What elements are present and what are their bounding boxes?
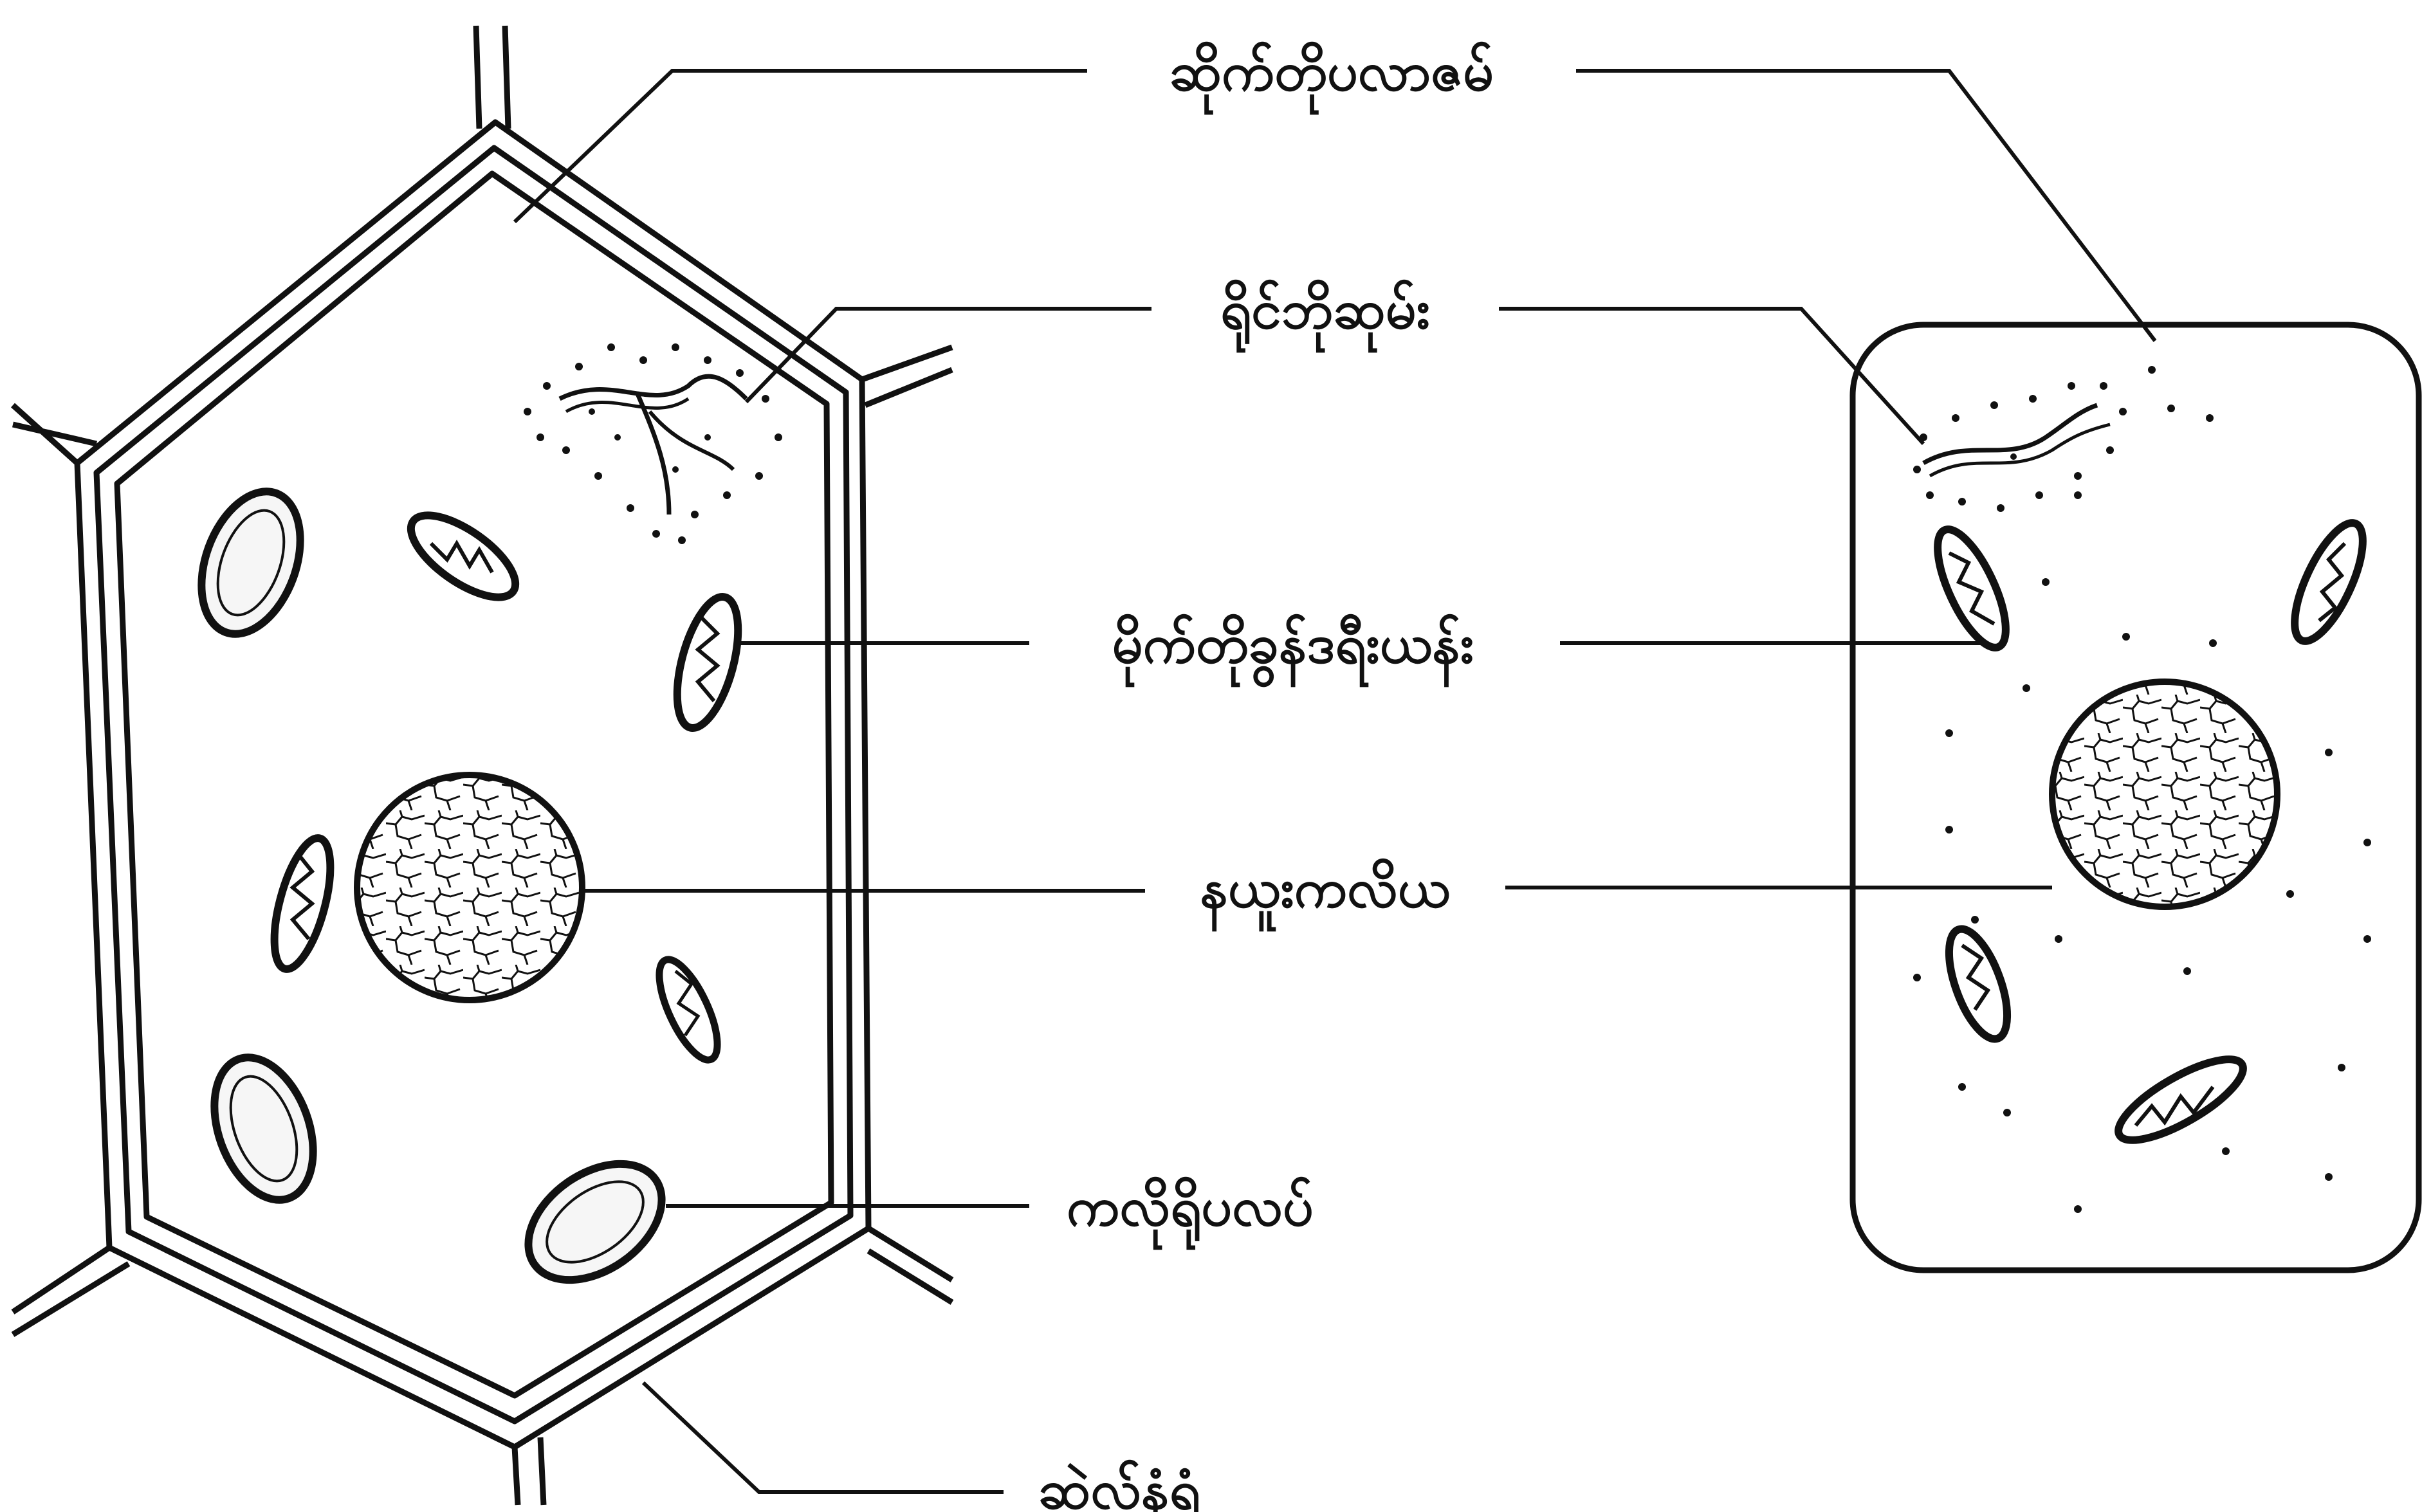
mitochondrion <box>263 833 342 975</box>
animal-nucleus <box>2052 682 2277 907</box>
animal-ribosome-cluster <box>1913 382 2127 512</box>
mitochondrion <box>1937 922 2019 1046</box>
plant-cell <box>13 26 952 1505</box>
neighbor-walls <box>13 26 952 1505</box>
mitochondrion <box>2108 1045 2253 1155</box>
label-ribosome: ရိုင်ဘိုဆုမ်း <box>1220 278 1430 353</box>
labels: ဆိုက်တိုပလာဇမ် ရိုင်ဘိုဆုမ်း မိုက်တိုခွန… <box>1038 40 1494 1512</box>
label-mitochondria: မိုက်တိုခွန်ဒရီးယန်း <box>1112 612 1474 688</box>
mitochondrion <box>665 590 750 734</box>
animal-cell <box>1853 325 2419 1270</box>
label-nucleus: နယူးကလိယ <box>1200 857 1451 932</box>
mitochondrion <box>398 500 528 613</box>
chloroplast <box>183 478 318 648</box>
mitochondrion <box>1924 521 2019 657</box>
label-chloroplast: ကလိုရိုပလပ် <box>1067 1175 1314 1250</box>
label-cytoplasm: ဆိုက်တိုပလာဇမ် <box>1170 40 1494 115</box>
mitochondrion <box>2281 515 2376 650</box>
mitochondrion <box>648 952 729 1067</box>
chloroplast <box>196 1044 331 1214</box>
label-cell-wall: ဆဲလ်နံရံ <box>1038 1458 1202 1512</box>
plant-nucleus <box>357 775 582 1000</box>
leader-cell-wall <box>643 1383 1004 1492</box>
plant-ribosome-cluster <box>524 343 782 544</box>
chloroplast <box>507 1140 683 1304</box>
leader-ribosome-animal <box>1499 309 1923 444</box>
leader-cytoplasm-animal <box>1576 71 2155 341</box>
